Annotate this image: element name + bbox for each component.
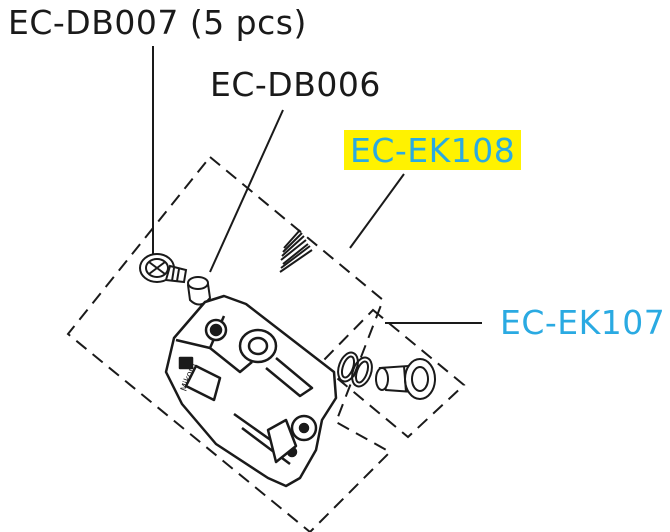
leader-line-db006 bbox=[209, 109, 284, 273]
piston-part-icon bbox=[375, 358, 436, 400]
kit-outline-ek107 bbox=[318, 308, 466, 439]
kit-outline-ek108 bbox=[66, 155, 392, 532]
part-label-ec-db006: EC-DB006 bbox=[210, 65, 381, 104]
screw-part-icon bbox=[139, 253, 188, 284]
part-label-ec-db007: EC-DB007 (5 pcs) bbox=[8, 3, 307, 42]
part-label-ec-ek107: EC-EK107 bbox=[500, 303, 666, 342]
plug-part-icon bbox=[186, 276, 212, 306]
o-ring-part-icon bbox=[337, 351, 373, 388]
lever-body-part-icon: Mikom bbox=[164, 294, 338, 488]
spring-part-icon bbox=[279, 229, 313, 273]
part-label-ec-ek108: EC-EK108 bbox=[344, 130, 522, 170]
leader-line-ek108 bbox=[349, 173, 405, 249]
